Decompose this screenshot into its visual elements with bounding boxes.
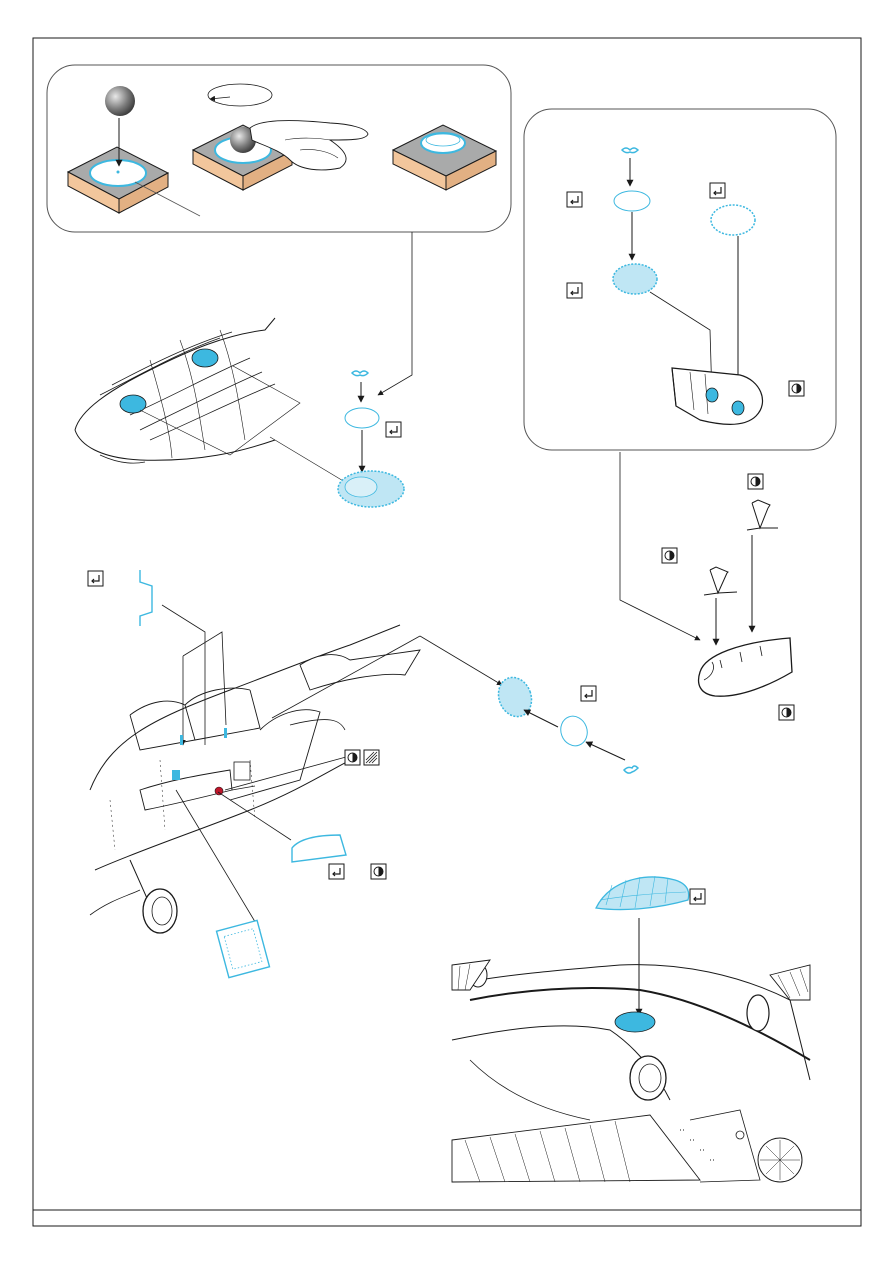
bend-icon — [329, 864, 344, 879]
panel-plate — [292, 835, 346, 862]
lens-frame-1 — [613, 264, 657, 294]
leader-technique — [378, 232, 412, 395]
paint-icon — [345, 750, 360, 765]
fuselage-nose-view — [75, 318, 350, 485]
pin-icon — [624, 766, 638, 773]
technique-panel — [47, 65, 511, 232]
bend-icon — [567, 283, 582, 298]
paint-icon — [371, 864, 386, 879]
lens-frame-2 — [711, 205, 755, 235]
nose-lens-assembly — [338, 371, 404, 507]
canopy-part — [596, 877, 689, 910]
clear-lens — [614, 191, 650, 211]
hatch-icon — [364, 750, 379, 765]
strut-icon — [704, 567, 737, 595]
pod-struts-view — [620, 452, 794, 720]
sphere-icon — [105, 86, 135, 116]
fuselage-side-view — [88, 570, 502, 978]
clear-lens — [557, 712, 592, 749]
paint-icon — [662, 548, 677, 563]
bend-icon — [710, 183, 725, 198]
pod-panel — [524, 109, 836, 450]
bend-icon — [88, 571, 103, 586]
mesh-plate — [217, 920, 270, 977]
paint-icon — [779, 705, 794, 720]
sensor-pod — [699, 638, 792, 696]
wheel-icon — [747, 995, 769, 1031]
lens-frame — [493, 673, 537, 722]
pin-icon — [352, 371, 368, 376]
top-view-assembly — [452, 876, 810, 1182]
bend-icon — [567, 192, 582, 207]
bend-icon — [690, 889, 705, 904]
bend-icon — [386, 422, 401, 437]
clear-lens — [345, 408, 379, 428]
strut-icon — [747, 500, 778, 530]
paint-icon — [789, 381, 804, 396]
bend-icon — [581, 686, 596, 701]
paint-icon — [748, 474, 763, 489]
bracket-part — [140, 570, 152, 626]
side-lens-assembly — [493, 673, 638, 773]
